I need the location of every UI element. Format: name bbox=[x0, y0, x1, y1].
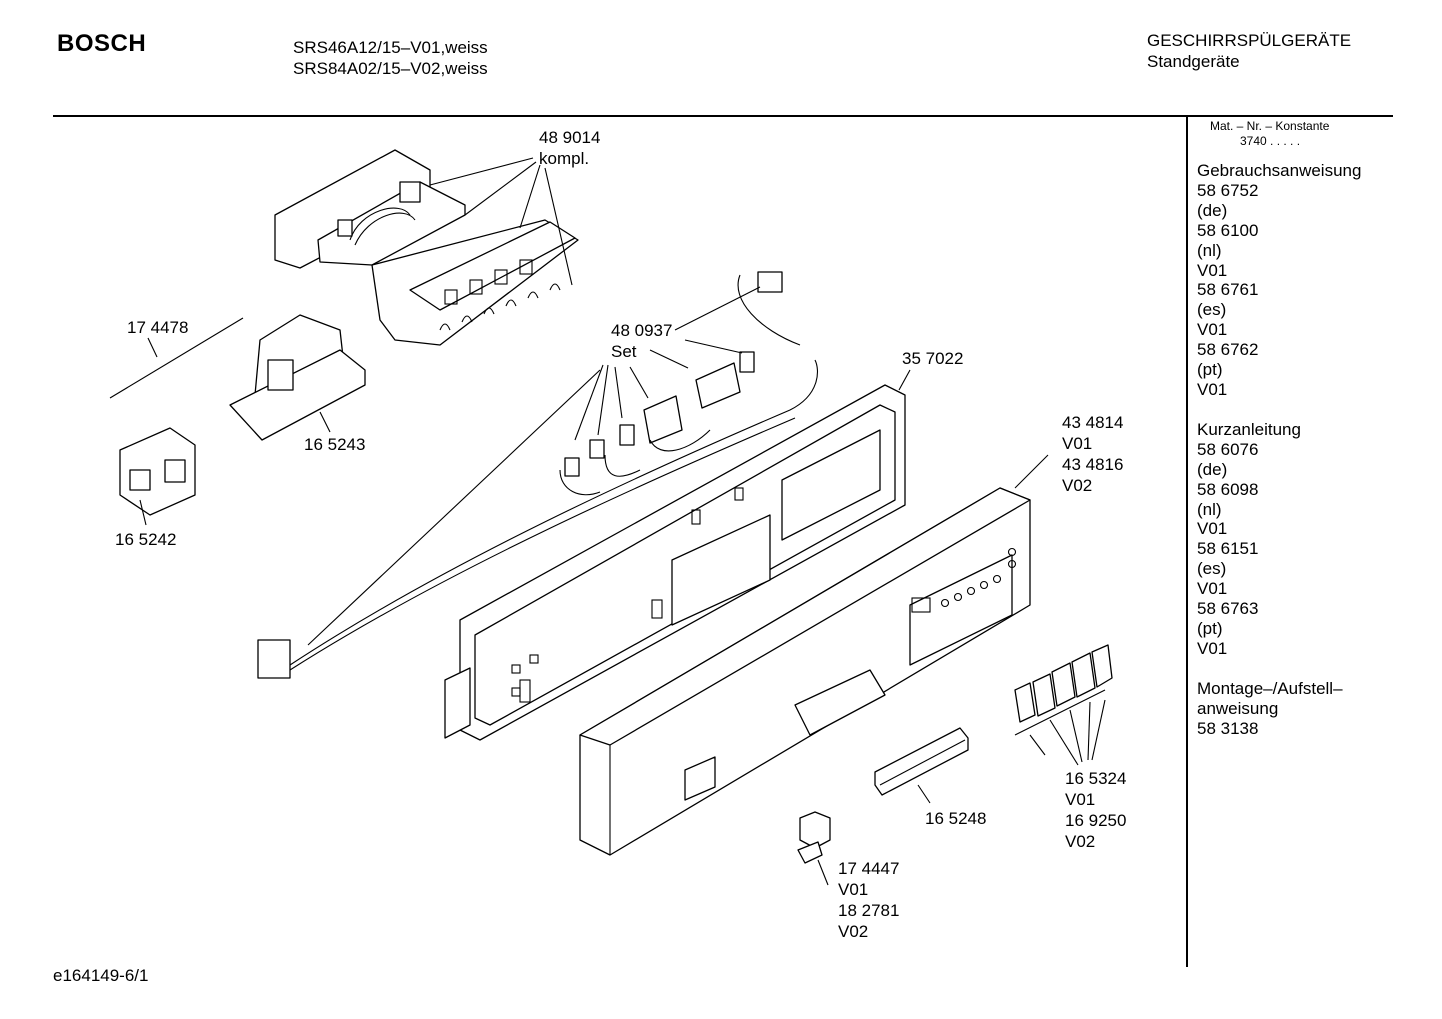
wiring-harness-part bbox=[257, 271, 818, 679]
doc-section-title: Gebrauchsanweisung bbox=[1197, 161, 1362, 180]
leader-165243 bbox=[319, 411, 331, 433]
doc-line: 58 6076 bbox=[1197, 439, 1259, 459]
doc-line: V01 bbox=[1197, 519, 1228, 539]
rod-part bbox=[109, 317, 244, 399]
doc-line: (nl) bbox=[1197, 499, 1222, 519]
leader-480937 bbox=[307, 286, 761, 646]
key-buttons-part bbox=[1014, 644, 1113, 736]
switch-housing-part bbox=[229, 314, 366, 441]
doc-line: (es) bbox=[1197, 300, 1227, 320]
callout-165243: 16 5243 bbox=[304, 435, 366, 454]
mat-number-value: 3740 . . . . . bbox=[1240, 134, 1301, 148]
doc-line: 58 6151 bbox=[1197, 539, 1259, 559]
model-line-2: SRS84A02/15–V02,weiss bbox=[293, 59, 488, 78]
doc-line: 58 3138 bbox=[1197, 718, 1259, 738]
doc-line: (pt) bbox=[1197, 618, 1223, 638]
leader-165242 bbox=[139, 499, 147, 526]
front-panel-part bbox=[579, 487, 1031, 856]
doc-line: V01 bbox=[1197, 638, 1228, 658]
leader-434814 bbox=[1014, 454, 1049, 489]
control-panel-frame-part bbox=[444, 384, 906, 741]
doc-line: (pt) bbox=[1197, 360, 1223, 380]
mat-number-label: Mat. – Nr. – Konstante bbox=[1210, 119, 1330, 133]
control-board-part bbox=[274, 149, 579, 346]
callout-165242: 16 5242 bbox=[115, 530, 177, 549]
doc-line: V01 bbox=[1197, 379, 1228, 399]
doc-line: 58 6762 bbox=[1197, 340, 1259, 360]
leader-174478 bbox=[147, 337, 158, 358]
doc-line: (de) bbox=[1197, 200, 1228, 220]
doc-line: (de) bbox=[1197, 459, 1228, 479]
doc-line: V01 bbox=[1197, 260, 1228, 280]
mains-switch-part bbox=[119, 427, 196, 516]
category-subtitle: Standgeräte bbox=[1147, 52, 1240, 71]
doc-section-title: Montage–/Aufstell– bbox=[1197, 678, 1343, 698]
header-divider bbox=[53, 115, 1393, 117]
doc-line: 58 6098 bbox=[1197, 479, 1259, 499]
leader-174447 bbox=[817, 859, 829, 886]
brand-logo: BOSCH bbox=[57, 30, 147, 57]
callout-174478: 17 4478 bbox=[127, 318, 189, 337]
model-line-1: SRS46A12/15–V01,weiss bbox=[293, 38, 488, 57]
cover-strip-part bbox=[874, 727, 969, 796]
category-title: GESCHIRRSPÜLGERÄTE bbox=[1147, 31, 1352, 50]
program-knob-part bbox=[797, 811, 831, 864]
doc-line: 58 6761 bbox=[1197, 280, 1259, 300]
doc-line: (nl) bbox=[1197, 240, 1222, 260]
doc-section-title: Kurzanleitung bbox=[1197, 419, 1301, 439]
doc-line: 58 6100 bbox=[1197, 220, 1259, 240]
leader-165248 bbox=[917, 784, 931, 804]
doc-line: anweisung bbox=[1197, 698, 1279, 718]
doc-line: 58 6752 bbox=[1197, 180, 1259, 200]
drawing-number: e164149-6/1 bbox=[53, 966, 149, 985]
leader-165324 bbox=[1029, 699, 1106, 766]
doc-line: (es) bbox=[1197, 559, 1227, 579]
leader-489014 bbox=[429, 157, 573, 286]
doc-line: V01 bbox=[1197, 320, 1228, 340]
callout-357022: 35 7022 bbox=[902, 349, 964, 368]
doc-line: V01 bbox=[1197, 579, 1228, 599]
leader-357022 bbox=[898, 369, 911, 391]
callout-165248: 16 5248 bbox=[925, 809, 987, 828]
doc-line: 58 6763 bbox=[1197, 599, 1259, 619]
sidebar-divider bbox=[1186, 117, 1188, 967]
